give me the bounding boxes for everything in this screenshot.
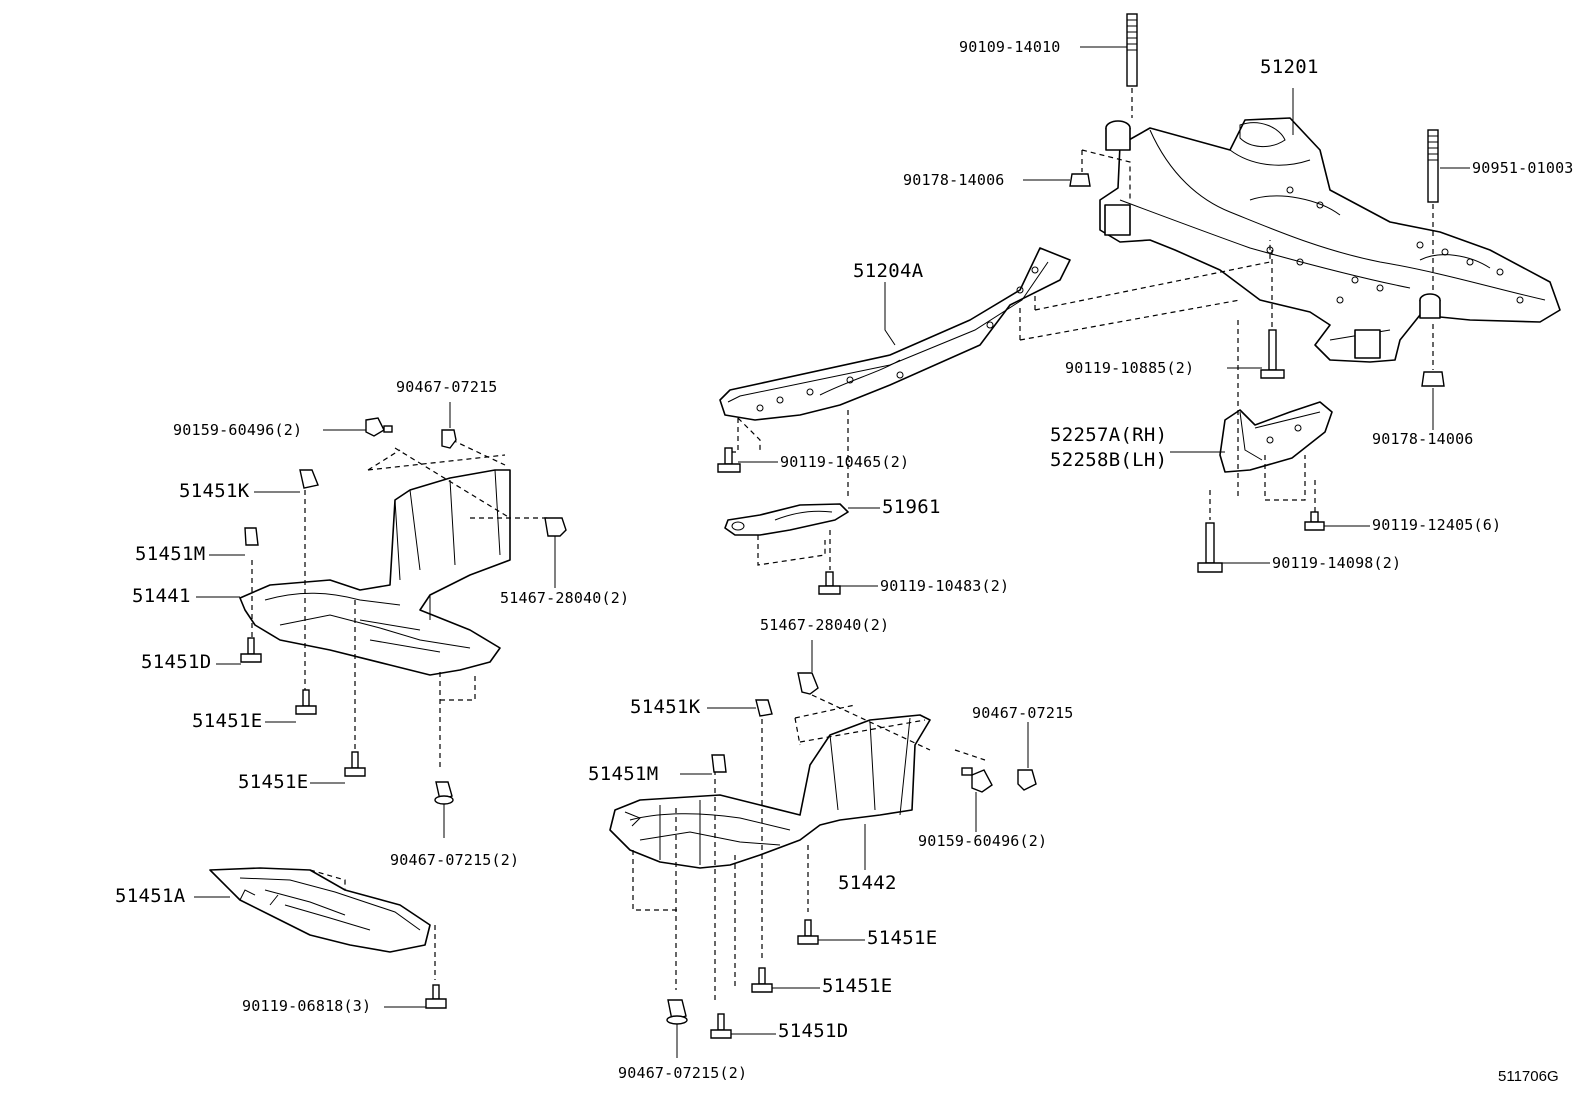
guide-line-51451A: [309, 869, 436, 980]
label-51451K-left: 51451K: [179, 480, 250, 502]
bolt-90119-10885: [1260, 250, 1285, 379]
bolt-90119-06818: [425, 984, 447, 1009]
label-51441: 51441: [132, 585, 191, 607]
label-51442: 51442: [838, 872, 897, 894]
label-90119-10885: 90119-10885(2): [1065, 359, 1195, 377]
bolt-51451D-left: [240, 637, 262, 663]
label-90119-06818: 90119-06818(3): [242, 997, 372, 1015]
guide-line-51961: [757, 530, 831, 570]
crossmember-51201: [1099, 117, 1561, 363]
bolt-51451E-left-2: [344, 751, 366, 777]
plate-51451A: [209, 867, 431, 953]
label-51201: 51201: [1260, 56, 1319, 78]
nut-90178-14006-bottom: [1421, 324, 1445, 387]
bolt-51451E-right-1: [797, 919, 819, 945]
label-51467-28040-right: 51467-28040(2): [760, 616, 890, 634]
label-90119-10465: 90119-10465(2): [780, 453, 910, 471]
guide-line-mount-bracket: [1209, 320, 1316, 520]
label-51451E-left-1: 51451E: [192, 710, 263, 732]
nut-51451K-right: [755, 699, 773, 717]
bolt-90467-07215-right: [1017, 722, 1037, 791]
guide-line-51204A-crossmember: [1019, 240, 1271, 341]
bolt-90119-10483: [818, 571, 841, 595]
stud-90951-01003: [1427, 129, 1439, 292]
reference-code: 511706G: [1498, 1068, 1559, 1085]
label-51204A: 51204A: [853, 260, 924, 282]
label-90119-14098: 90119-14098(2): [1272, 554, 1402, 572]
label-90159-60496-right: 90159-60496(2): [918, 832, 1048, 850]
guide-line-51442: [632, 694, 986, 1000]
label-51467-28040-left: 51467-28040(2): [500, 589, 630, 607]
label-90467-07215-2-right: 90467-07215(2): [618, 1064, 748, 1082]
label-90467-07215-right: 90467-07215: [972, 704, 1074, 722]
label-51451E-right-1: 51451E: [867, 927, 938, 949]
label-51451M-left: 51451M: [135, 543, 206, 565]
label-90178-14006-top: 90178-14006: [903, 171, 1005, 189]
label-51451D-left: 51451D: [141, 651, 212, 673]
label-51451D-right: 51451D: [778, 1020, 849, 1042]
nut-90178-14006-top: [1069, 149, 1131, 200]
guide-line-51441: [251, 439, 550, 770]
label-90467-07215-top-left: 90467-07215: [396, 378, 498, 396]
bolt-51451D-right: [710, 1013, 732, 1039]
bolt-51451E-right-2: [751, 967, 773, 993]
bolt-90119-14098: [1197, 522, 1223, 573]
label-51961: 51961: [882, 496, 941, 518]
cover-51442: [609, 714, 931, 869]
stud-90109-14010: [1126, 13, 1138, 118]
label-51451E-right-2: 51451E: [822, 975, 893, 997]
nut-51451M-right: [711, 754, 727, 773]
bolt-90467-07215-2-right: [666, 999, 688, 1058]
bolt-90467-07215-top-left: [441, 429, 457, 449]
bracket-51961: [724, 503, 849, 536]
bolt-51451E-left-1: [295, 689, 317, 715]
clip-51467-28040-left: [544, 517, 567, 588]
label-90119-12405: 90119-12405(6): [1372, 516, 1502, 534]
bolt-90159-60496-right: [961, 767, 993, 832]
nut-51451M-left: [244, 527, 259, 546]
label-52257A: 52257A(RH): [1050, 424, 1168, 446]
bolt-90159-60496-left: [365, 417, 393, 437]
label-90109-14010: 90109-14010: [959, 38, 1061, 56]
label-90119-10483: 90119-10483(2): [880, 577, 1010, 595]
label-51451A: 51451A: [115, 885, 186, 907]
mount-bracket-52257A-52258B: [1219, 401, 1333, 473]
label-51451K-right: 51451K: [630, 696, 701, 718]
bolt-90119-10465: [717, 447, 741, 473]
label-90467-07215-2-left: 90467-07215(2): [390, 851, 520, 869]
label-51451M-right: 51451M: [588, 763, 659, 785]
label-52258B: 52258B(LH): [1050, 449, 1168, 471]
label-90951-01003: 90951-01003: [1472, 159, 1574, 177]
nut-51451K-left: [299, 469, 319, 489]
label-51451E-left-2: 51451E: [238, 771, 309, 793]
bolt-90467-07215-2-left: [434, 781, 454, 838]
bolt-90119-12405: [1304, 511, 1325, 531]
brace-51204A: [719, 247, 1071, 421]
label-90159-60496-left: 90159-60496(2): [173, 421, 303, 439]
cover-51441: [239, 469, 511, 676]
label-90178-14006-bottom: 90178-14006: [1372, 430, 1474, 448]
clip-51467-28040-right: [797, 640, 819, 695]
leader-lines: [194, 46, 1470, 1035]
